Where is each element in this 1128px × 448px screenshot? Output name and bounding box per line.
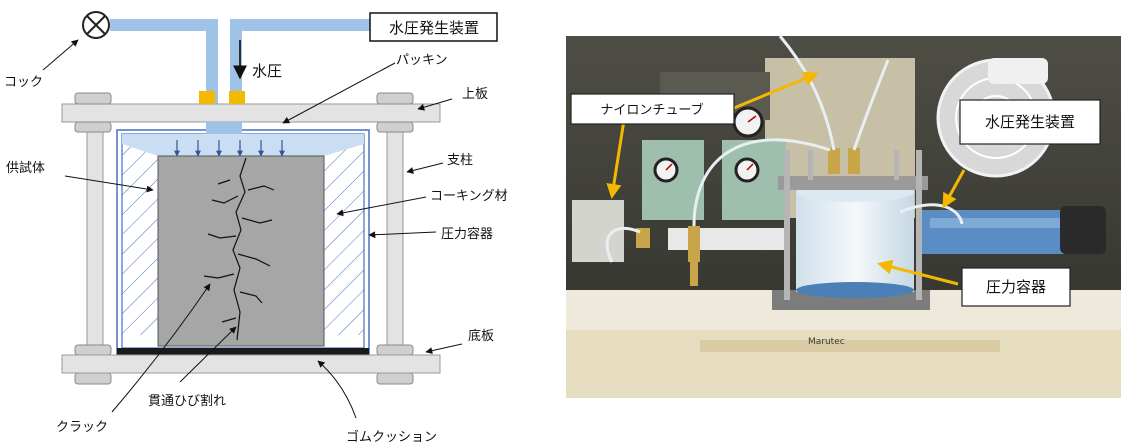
rubber-cushion-label: ゴムクッション [346,429,437,445]
cock-label: コック [4,75,43,90]
leader-lines [42,39,463,419]
callout-arrows [606,71,966,286]
bottom-plate-label: 底板 [468,328,494,344]
vessel-label: 圧力容器 [441,226,493,242]
rubber-cushion [117,348,369,355]
vessel-top-plate [778,176,928,190]
generator-box [369,12,498,42]
apparatus-photo: Marutec ナイロンチューブ 水圧発生装置 圧力容器 [566,35,1121,398]
packing-label: パッキン [396,53,448,68]
pressure-arrows [174,140,285,157]
cracks [203,157,275,341]
vessel-cylinder [796,192,914,292]
vessel-rods [784,150,922,300]
specimen-block [157,155,325,347]
pillar-left [86,121,104,355]
caulking-label: コーキング材 [430,189,508,204]
vessel-callout: 圧力容器 [986,278,1046,296]
brand-text: Marutec [808,337,845,347]
top-plate-label: 上板 [462,87,488,102]
caulking-right [324,144,364,335]
bolts [74,92,414,385]
generator-callout-box [959,99,1101,145]
top-plate [61,103,441,123]
generator-callout: 水圧発生装置 [985,113,1075,131]
hydraulic-unit [922,210,1072,254]
cock-valve-icon [82,11,110,39]
brass-fittings [636,148,860,286]
water-pressure-label: 水圧 [252,62,282,80]
pillar-right [386,121,404,355]
packing-left [199,91,215,104]
schematic-diagram: 水圧発生装置 水圧 [4,11,508,445]
pressure-gauges [653,106,764,183]
caulking-left [122,144,158,335]
water-region [122,134,364,156]
nylon-tube-callout: ナイロンチューブ [600,102,703,118]
packing-right [229,91,245,104]
through-crack-label: 貫通ひび割れ [148,393,226,409]
generator-label: 水圧発生装置 [389,19,479,37]
vessel-callout-box [961,267,1071,307]
nylon-tube-callout-box [570,93,735,125]
crack-label: クラック [56,420,108,435]
pillar-label: 支柱 [447,153,473,168]
pipe-into-vessel [206,122,242,134]
specimen-label: 供試体 [6,160,45,176]
bottom-plate [61,354,441,374]
